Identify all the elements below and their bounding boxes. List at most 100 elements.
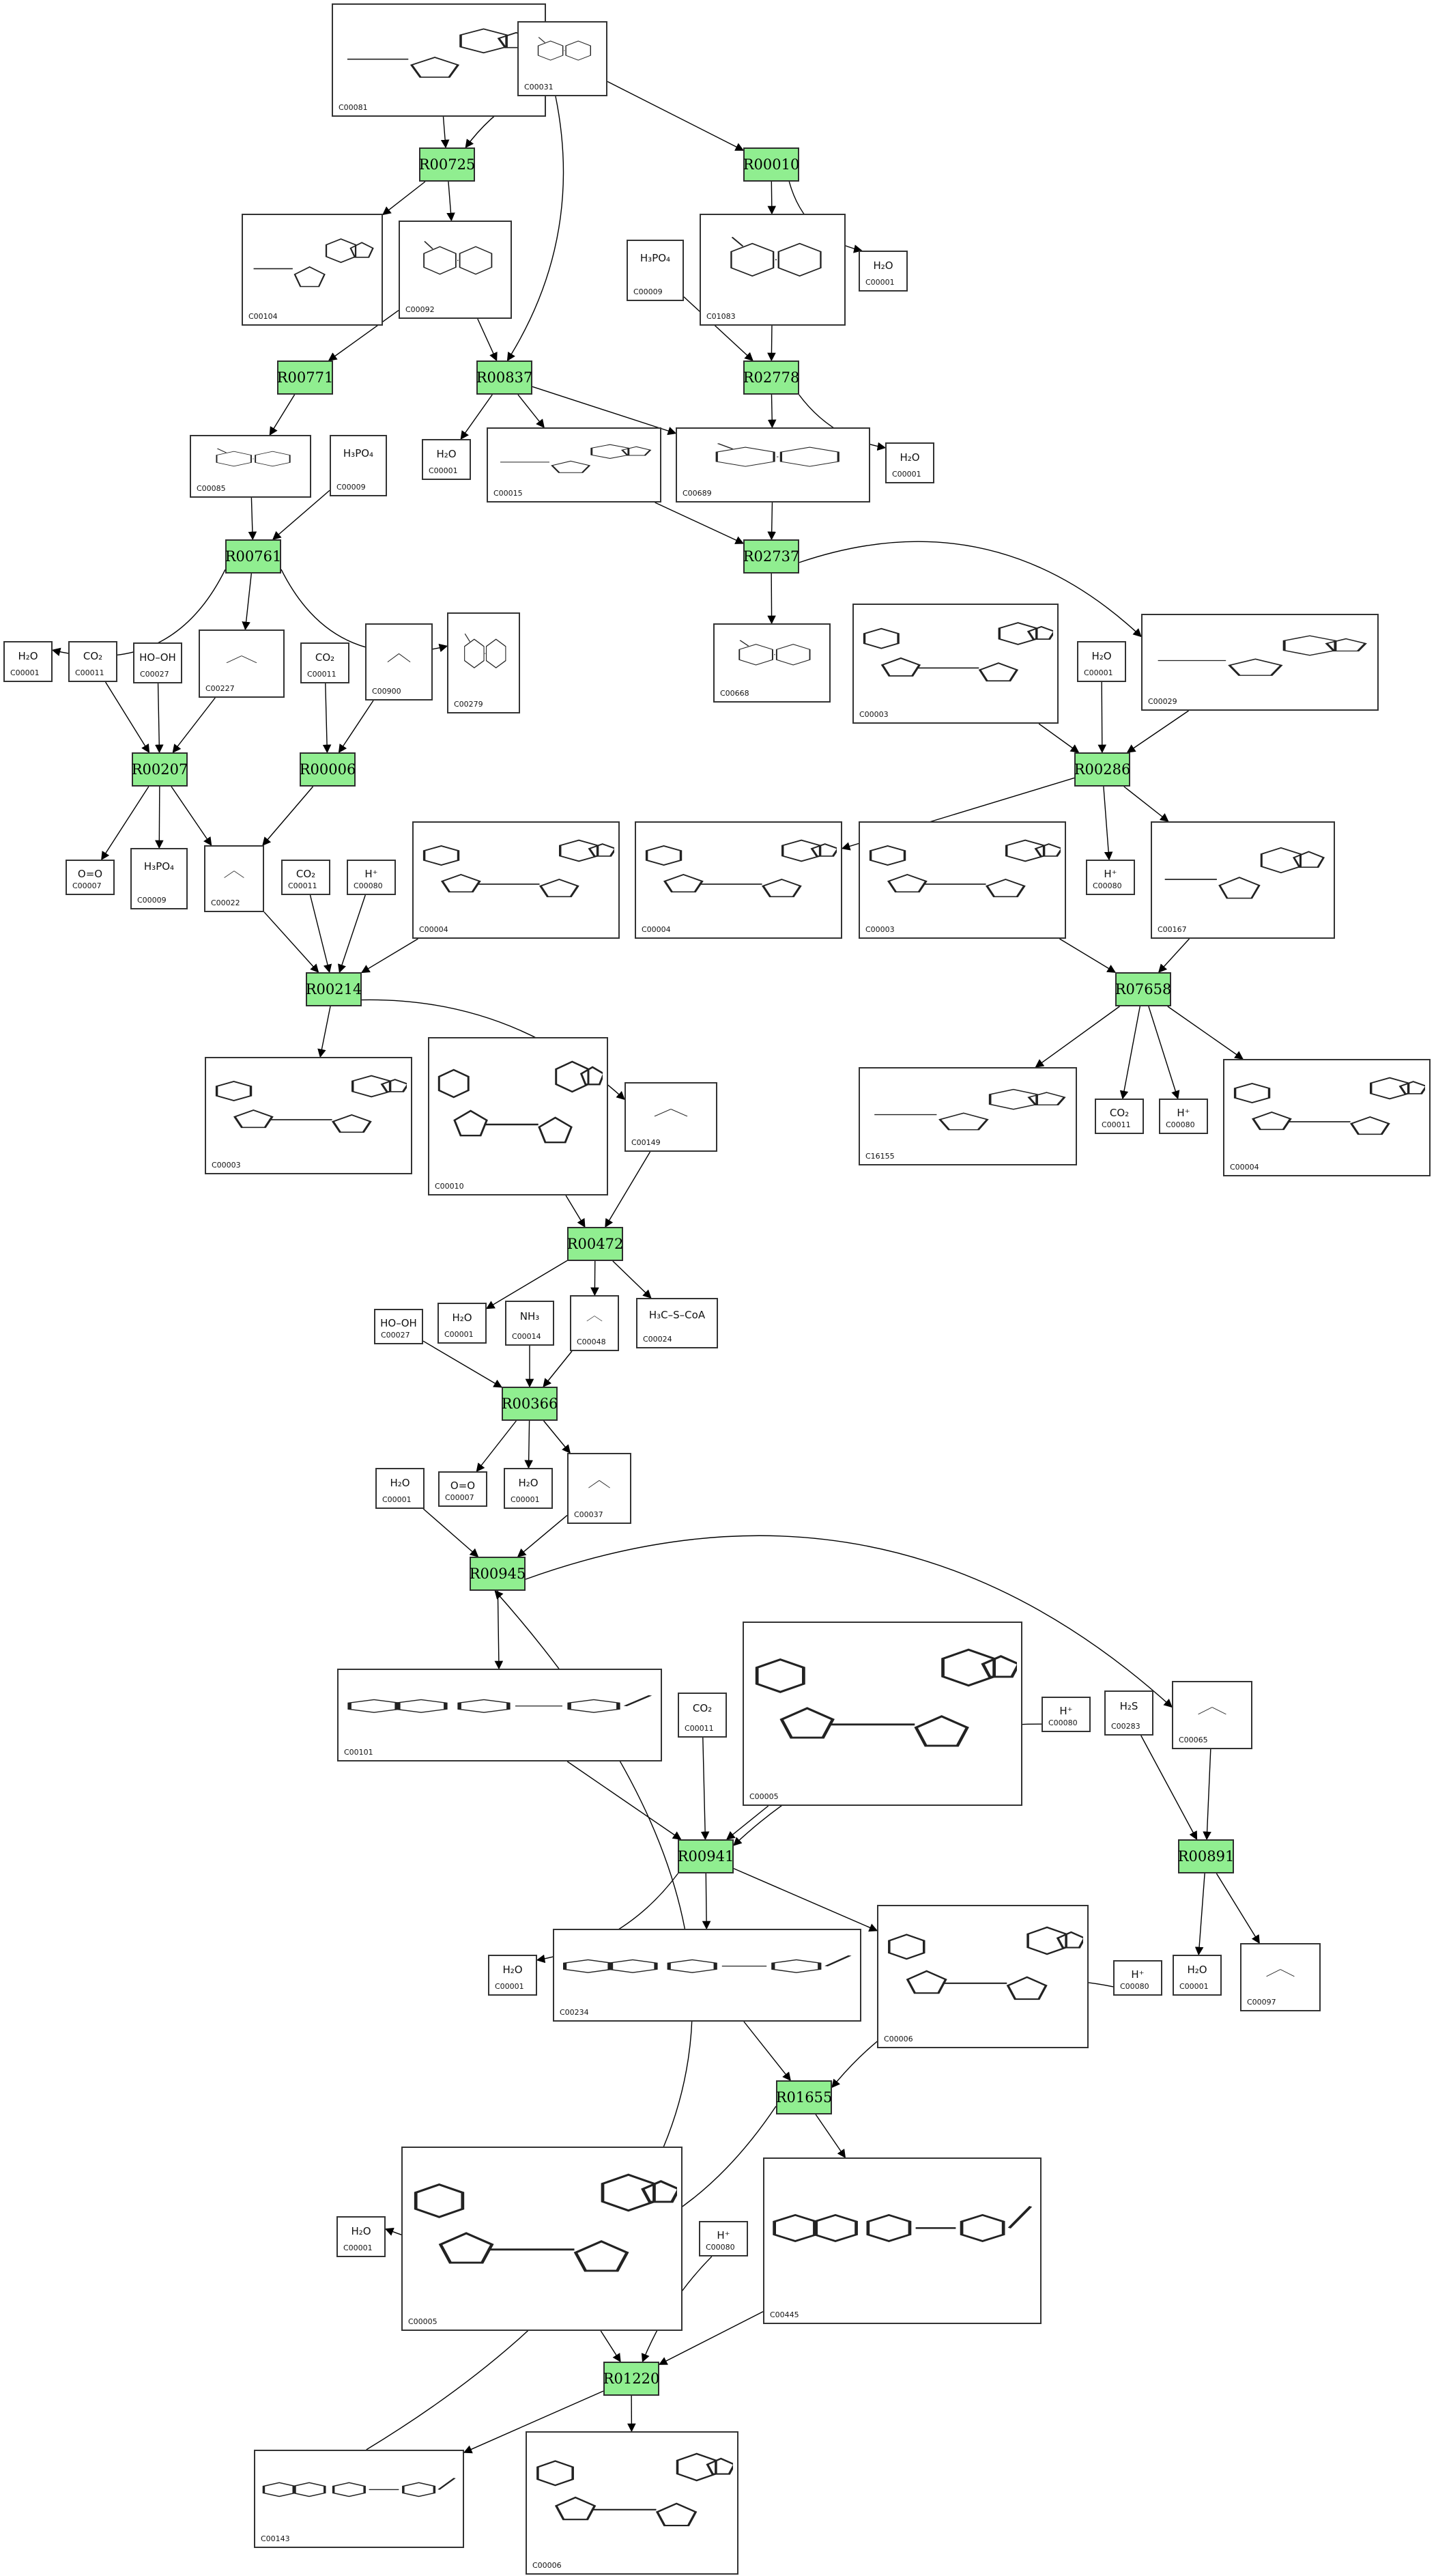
compound-node-c00080[interactable]: H⁺C00080 xyxy=(1042,1697,1091,1732)
compound-node-c00227[interactable]: C00227 xyxy=(199,629,285,698)
structure-drawing: CO₂ xyxy=(683,1698,721,1721)
compound-node-c00003[interactable]: C00003 xyxy=(859,821,1066,939)
compound-node-c00097[interactable]: C00097 xyxy=(1240,1943,1321,2011)
compound-node-c00065[interactable]: C00065 xyxy=(1172,1681,1252,1749)
reaction-node-r00366[interactable]: R00366 xyxy=(502,1387,558,1421)
structure-drawing: H⁺ xyxy=(1119,1966,1157,1981)
reaction-node-r02778[interactable]: R02778 xyxy=(743,360,799,395)
compound-node-c00900[interactable]: C00900 xyxy=(365,623,433,700)
compound-node-c00015[interactable]: C00015 xyxy=(487,427,661,503)
compound-node-c00668[interactable]: C00668 xyxy=(713,623,831,703)
compound-node-c01083[interactable]: C01083 xyxy=(700,214,846,326)
compound-node-c00080[interactable]: H⁺C00080 xyxy=(1159,1099,1208,1134)
formula-label: O=O xyxy=(450,1479,476,1492)
reaction-node-r02737[interactable]: R02737 xyxy=(743,539,799,574)
reaction-node-r00214[interactable]: R00214 xyxy=(306,972,362,1006)
compound-node-c00092[interactable]: C00092 xyxy=(399,221,512,319)
edge-r02737-to-c00029a xyxy=(799,541,1142,638)
compound-node-c00080[interactable]: H⁺C00080 xyxy=(699,2221,748,2256)
compound-node-c00085[interactable]: C00085 xyxy=(190,435,311,498)
compound-node-c00149[interactable]: C00149 xyxy=(624,1082,717,1152)
compound-node-c16155[interactable]: C16155 xyxy=(859,1067,1077,1165)
compound-id-label: C01083 xyxy=(706,312,736,321)
compound-node-c00004[interactable]: C00004 xyxy=(1223,1059,1431,1176)
reaction-node-r00472[interactable]: R00472 xyxy=(567,1227,623,1261)
reaction-node-r00771[interactable]: R00771 xyxy=(277,360,333,395)
compound-node-c00234[interactable]: C00234 xyxy=(553,1929,861,2022)
reaction-node-r00837[interactable]: R00837 xyxy=(476,360,532,395)
edge-c00080a-to-r00214 xyxy=(338,894,366,974)
compound-node-c00279[interactable]: C00279 xyxy=(447,612,520,713)
structure-drawing: H₂O xyxy=(443,1308,481,1327)
compound-node-c00037[interactable]: C00037 xyxy=(567,1453,631,1524)
compound-node-c00005[interactable]: C00005 xyxy=(401,2147,683,2331)
reaction-node-r00941[interactable]: R00941 xyxy=(678,1839,734,1873)
edge-r00366-to-c00037a xyxy=(543,1420,571,1454)
reaction-node-r00891[interactable]: R00891 xyxy=(1178,1839,1234,1873)
structure-drawing xyxy=(195,440,306,481)
compound-node-c00080[interactable]: H⁺C00080 xyxy=(347,860,396,895)
compound-node-c00167[interactable]: C00167 xyxy=(1151,821,1335,939)
reaction-node-r07658[interactable]: R07658 xyxy=(1115,972,1171,1006)
reaction-node-r00010[interactable]: R00010 xyxy=(743,147,799,182)
compound-node-c00081[interactable]: C00081 xyxy=(332,3,546,117)
reaction-node-r00286[interactable]: R00286 xyxy=(1074,752,1130,787)
compound-node-c00031[interactable]: C00031 xyxy=(517,21,607,96)
compound-node-c00104[interactable]: C00104 xyxy=(242,214,383,326)
compound-node-c00010[interactable]: C00010 xyxy=(428,1037,608,1195)
reaction-node-r00725[interactable]: R00725 xyxy=(419,147,475,182)
reaction-node-r01655[interactable]: R01655 xyxy=(776,2080,832,2114)
compound-node-c00689[interactable]: C00689 xyxy=(676,427,870,503)
compound-node-c00004[interactable]: C00004 xyxy=(635,821,842,939)
compound-node-c00080[interactable]: H⁺C00080 xyxy=(1086,860,1135,895)
compound-node-c00022[interactable]: C00022 xyxy=(204,845,264,912)
compound-node-c00004[interactable]: C00004 xyxy=(412,821,620,939)
formula-label: H⁺ xyxy=(1131,1968,1145,1981)
compound-node-c00143[interactable]: C00143 xyxy=(254,2450,464,2548)
reaction-node-r00207[interactable]: R00207 xyxy=(132,752,188,787)
reaction-node-r00006[interactable]: R00006 xyxy=(300,752,356,787)
compound-node-c00080[interactable]: H⁺C00080 xyxy=(1113,1960,1162,1996)
compound-node-c00006[interactable]: C00006 xyxy=(877,1905,1089,2048)
formula-label: H⁺ xyxy=(1104,867,1117,880)
reaction-node-r00945[interactable]: R00945 xyxy=(470,1557,526,1591)
compound-node-c00048[interactable]: C00048 xyxy=(570,1295,619,1351)
compound-node-c00005[interactable]: C00005 xyxy=(743,1622,1022,1806)
compound-node-c00003[interactable]: C00003 xyxy=(852,604,1059,724)
compound-node-c00445[interactable]: C00445 xyxy=(763,2157,1042,2324)
compound-id-label: C00065 xyxy=(1179,1736,1208,1744)
compound-node-c00003[interactable]: C00003 xyxy=(205,1057,412,1174)
structure-drawing xyxy=(247,219,377,309)
compound-node-c00101[interactable]: C00101 xyxy=(337,1669,662,1761)
reaction-node-r00761[interactable]: R00761 xyxy=(225,539,281,574)
compound-node-c00006[interactable]: C00006 xyxy=(526,2431,738,2575)
reaction-node-r01220[interactable]: R01220 xyxy=(603,2362,659,2396)
compound-node-c00029[interactable]: C00029 xyxy=(1141,614,1379,711)
